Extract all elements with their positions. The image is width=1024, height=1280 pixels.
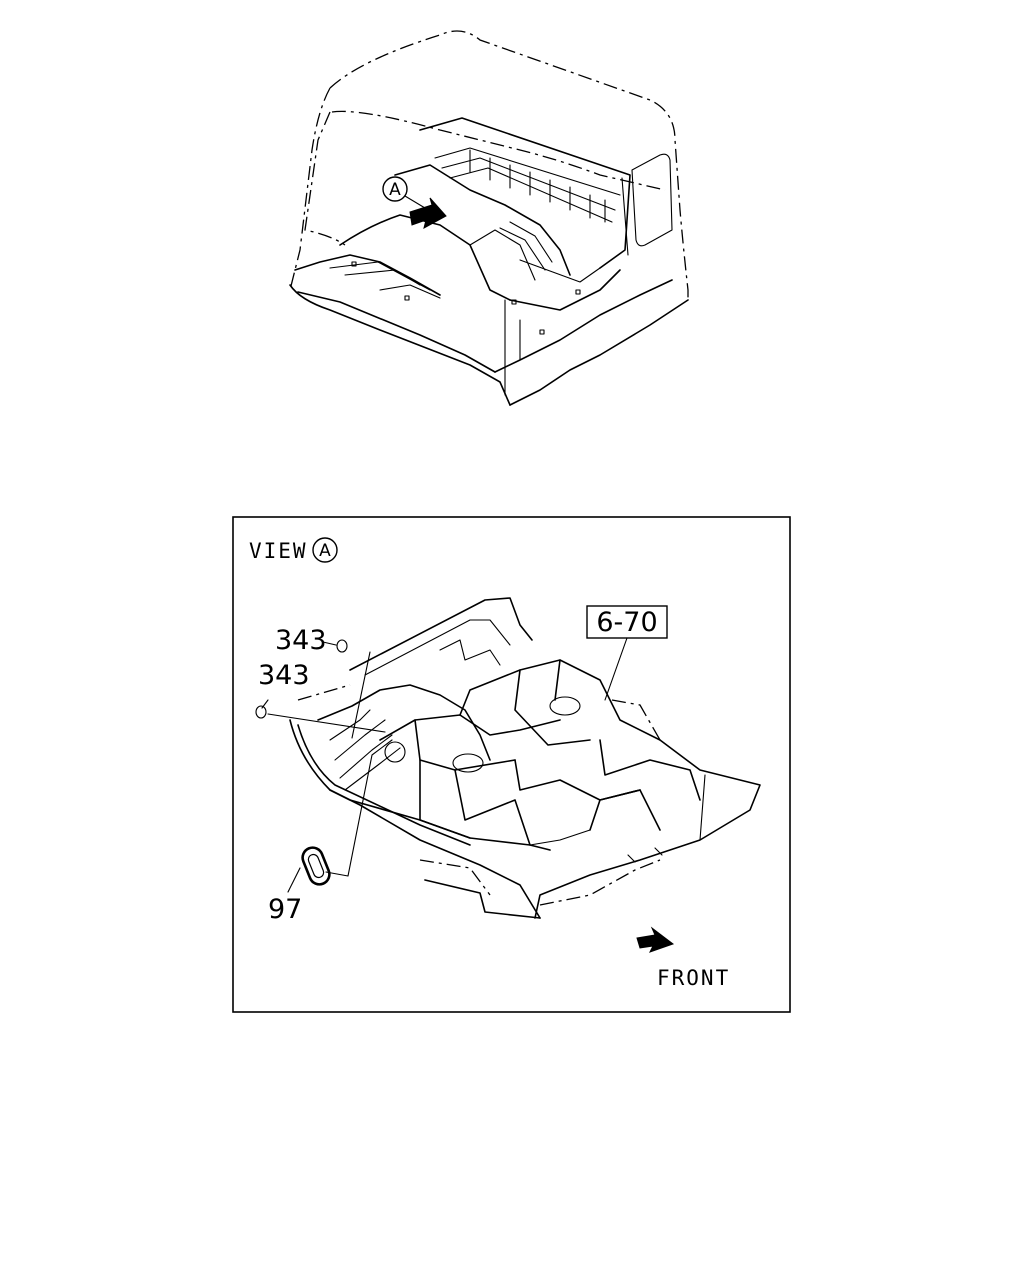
view-direction-arrow-icon <box>409 197 447 229</box>
ref-box-6-70 <box>586 605 668 639</box>
view-detail-frame <box>232 516 791 1013</box>
callout-ref-6-70: 6-70 <box>586 605 668 701</box>
view-title-text: VIEW <box>249 539 308 563</box>
callout-343-lower: 343 <box>255 660 386 733</box>
part-343-upper-icon <box>336 639 348 653</box>
callout-97-label: 97 <box>268 894 302 925</box>
floor-panel-illustration <box>289 597 761 919</box>
callout-97: 97 <box>268 739 393 925</box>
part-343-lower-icon <box>255 705 267 719</box>
view-title-circle <box>312 537 338 563</box>
view-marker-circle <box>382 176 408 202</box>
front-label: FRONT <box>657 966 730 990</box>
ref-box-6-70-label: 6-70 <box>596 607 657 638</box>
cab-overview-illustration: A <box>289 30 689 406</box>
callout-343-upper: 343 <box>275 625 371 739</box>
view-title: VIEW A <box>249 537 338 563</box>
view-title-letter: A <box>319 541 331 561</box>
view-marker-letter: A <box>389 180 401 200</box>
callout-343-upper-label: 343 <box>275 625 327 656</box>
front-direction-indicator: FRONT <box>636 926 730 990</box>
callout-343-lower-label: 343 <box>258 660 310 691</box>
front-arrow-icon <box>636 926 675 953</box>
grommet-97-icon <box>301 846 331 886</box>
